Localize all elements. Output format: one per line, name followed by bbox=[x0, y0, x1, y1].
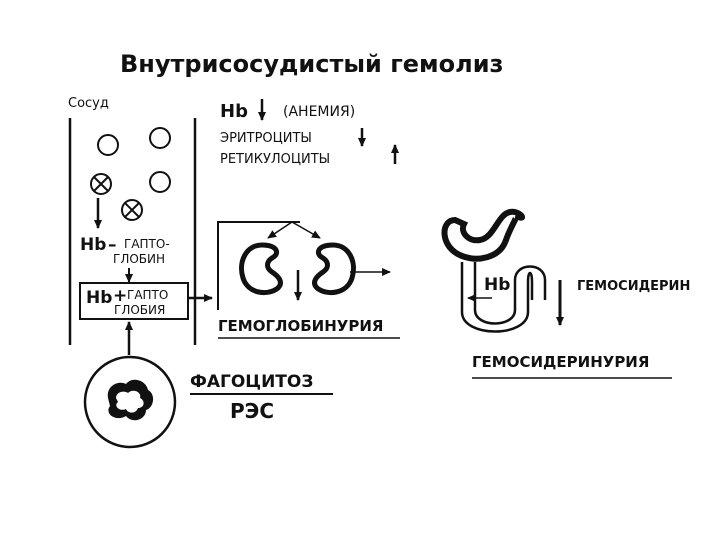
left-kidney-icon bbox=[242, 245, 281, 293]
glomerulus-capsule-icon bbox=[445, 212, 523, 259]
nephron-hb-label: Hb bbox=[484, 275, 510, 295]
res-label: РЭС bbox=[230, 399, 274, 423]
anemia-hb-label: Hb bbox=[220, 101, 248, 122]
erythrocyte-intact bbox=[150, 172, 170, 192]
haptoglobin-label-line2: ГЛОБИН bbox=[113, 252, 165, 266]
hb-free-label: Hb bbox=[80, 235, 106, 255]
arrow-to-left-kidney bbox=[268, 222, 292, 238]
lysis-cross-icon bbox=[94, 177, 108, 191]
lysis-cross-icon bbox=[125, 203, 139, 217]
hemosiderinuria-label: ГЕМОСИДЕРИНУРИЯ bbox=[472, 353, 649, 371]
diagram-title: Внутрисосудистый гемолиз bbox=[120, 50, 503, 78]
reticulocytes-label: РЕТИКУЛОЦИТЫ bbox=[220, 152, 330, 167]
phagocytosis-label: ФАГОЦИТОЗ bbox=[190, 372, 313, 392]
haptoglobin-complex-line1: ГАПТО bbox=[127, 288, 168, 302]
tubule-loop-inner bbox=[462, 262, 532, 332]
erythrocyte-intact bbox=[98, 135, 118, 155]
erythrocytes-label: ЭРИТРОЦИТЫ bbox=[220, 131, 312, 146]
haptoglobin-label-line1: ГАПТО- bbox=[124, 237, 170, 251]
haptoglobin-complex-line2: ГЛОБИЯ bbox=[114, 303, 165, 317]
anemia-label: (АНЕМИЯ) bbox=[283, 104, 355, 120]
kidney-bracket bbox=[218, 222, 300, 310]
hb-bound-label: Hb bbox=[86, 288, 112, 308]
right-kidney-icon bbox=[315, 245, 354, 293]
arrow-to-right-kidney bbox=[292, 222, 320, 238]
erythrocyte-intact bbox=[150, 128, 170, 148]
hemoglobinuria-label: ГЕМОГЛОБИНУРИЯ bbox=[218, 317, 383, 335]
hemosiderin-label: ГЕМОСИДЕРИН bbox=[577, 279, 690, 294]
vessel-label: Сосуд bbox=[68, 96, 109, 111]
